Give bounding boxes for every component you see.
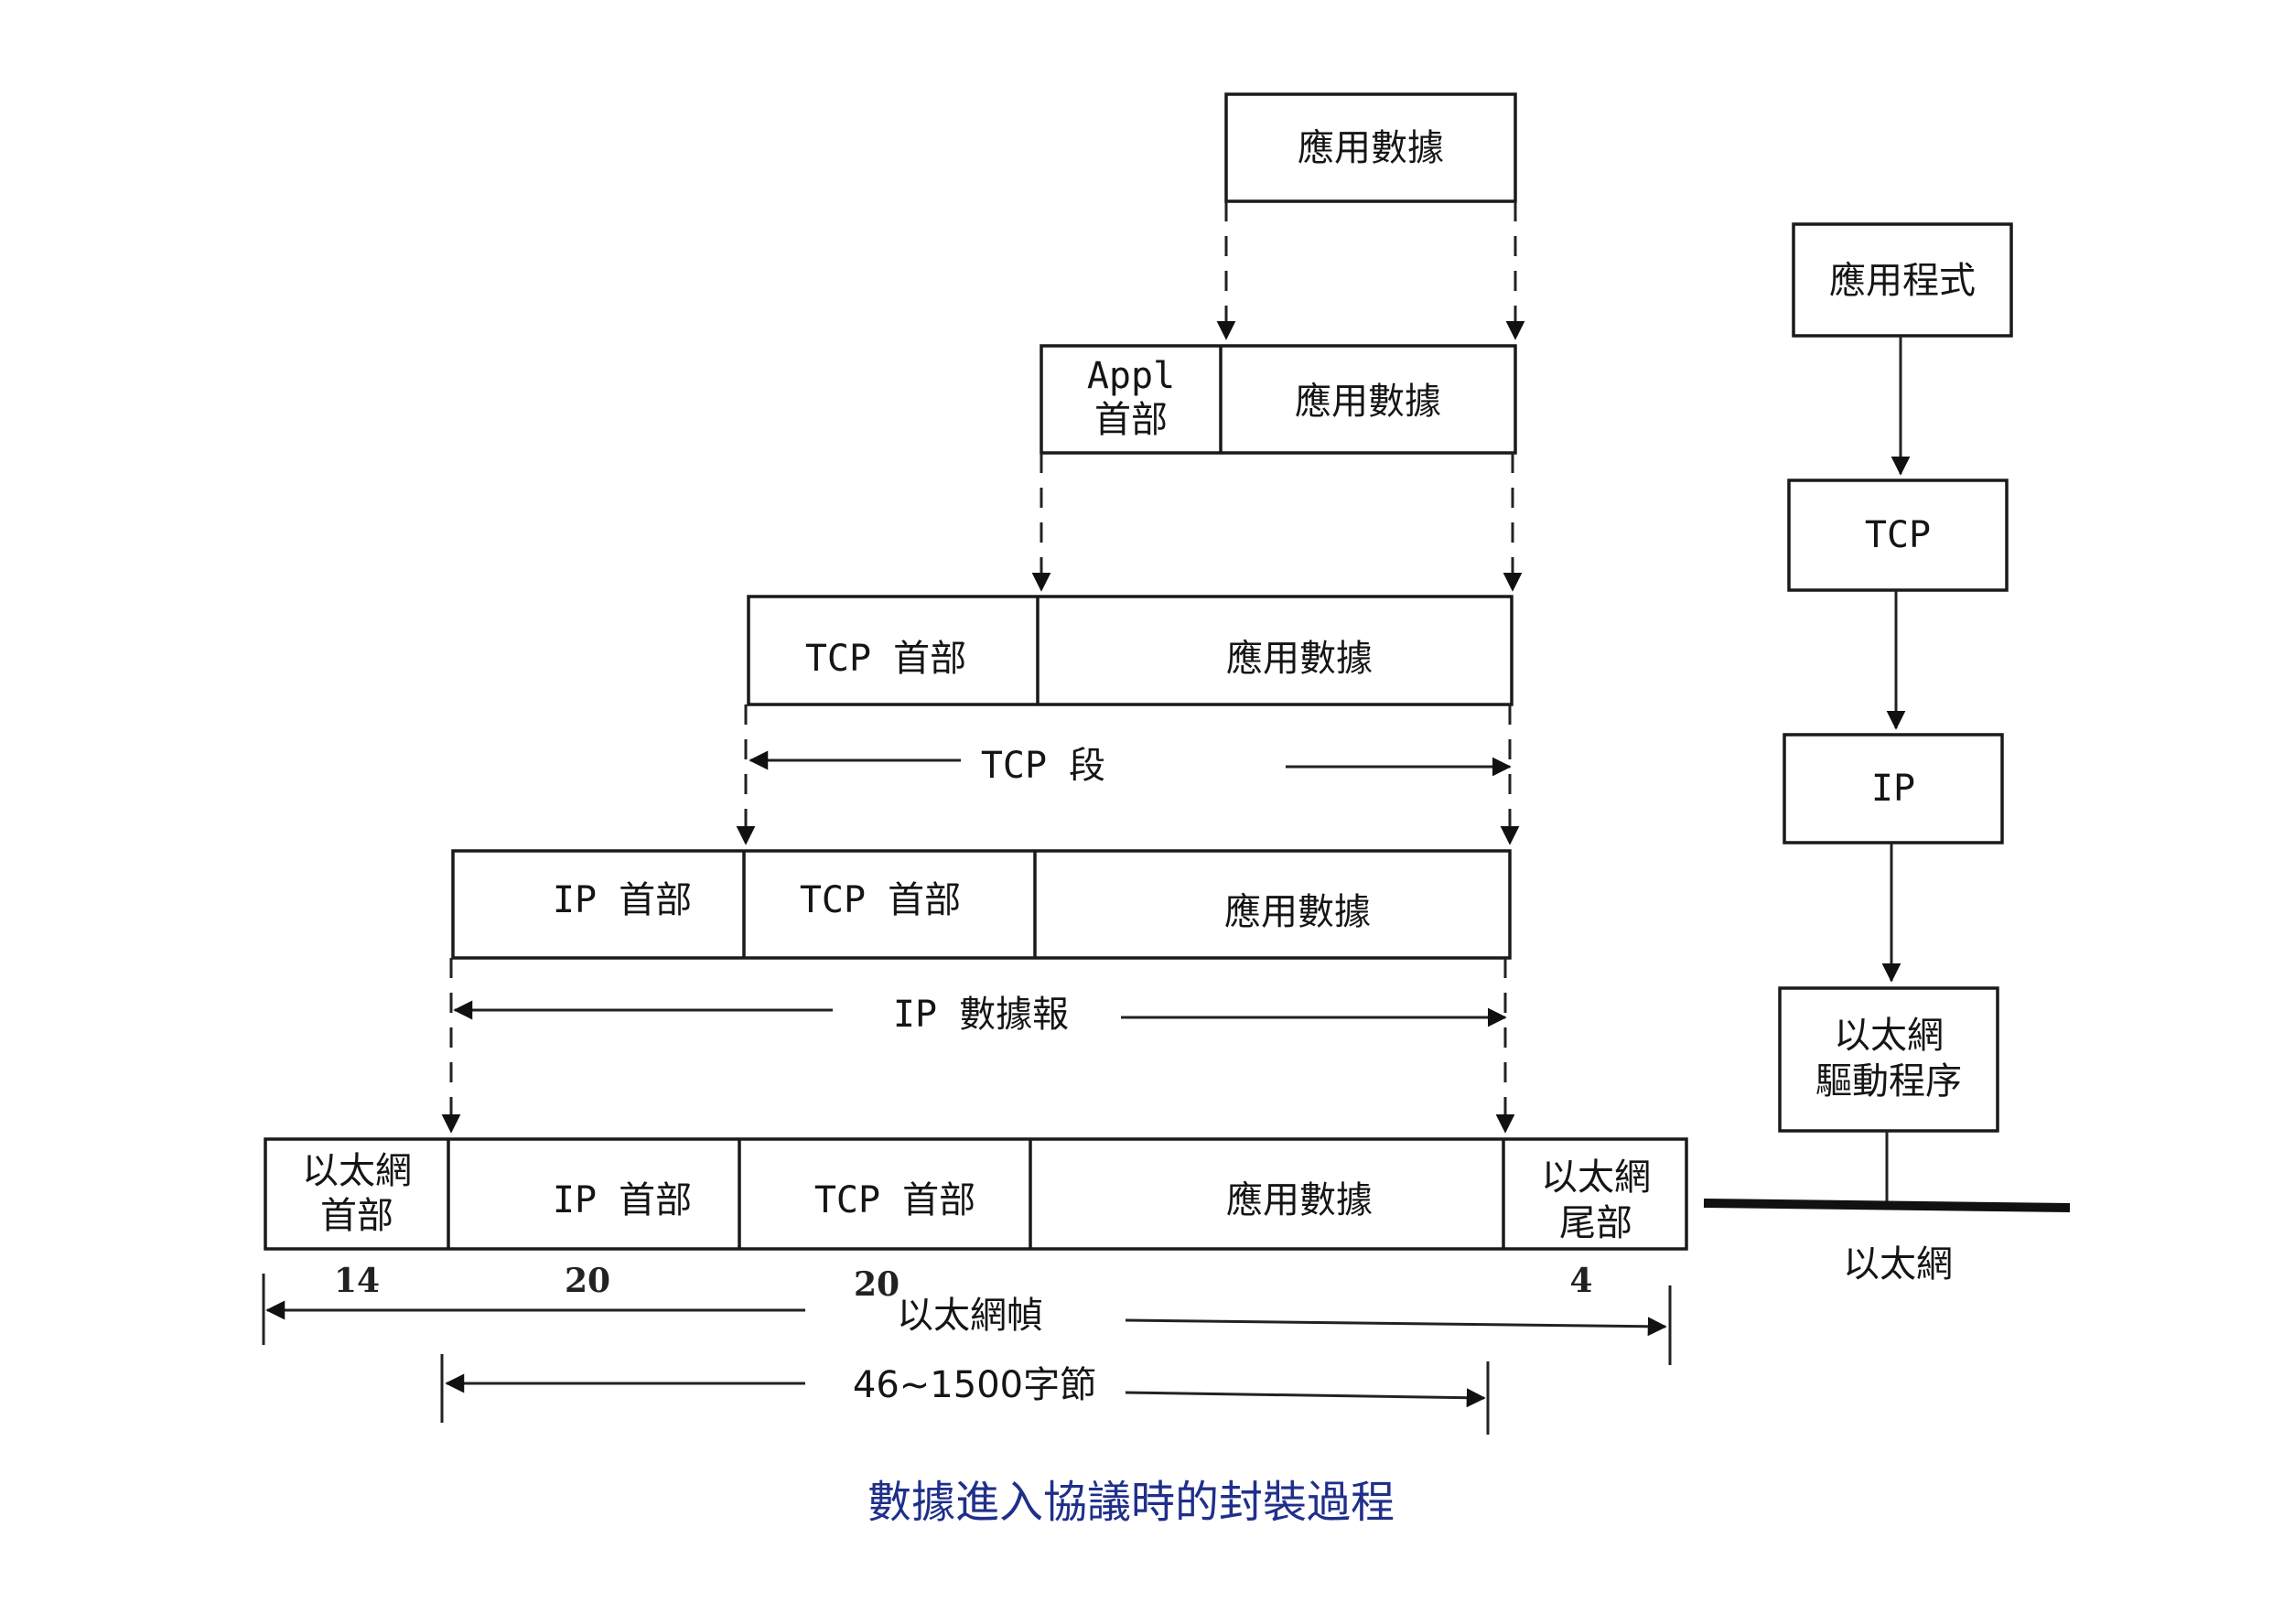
tcp-segment-span: TCP 段 [749, 745, 1512, 787]
protocol-stack: 應用程式 TCP IP 以太網 驅動程序 以太網 [1703, 222, 2071, 1285]
ip-header-label: IP 首部 [553, 1179, 692, 1221]
appl-header-label-2: 首部 [1094, 399, 1168, 441]
stack-driver-label-1: 以太網 [1834, 1015, 1944, 1057]
level-app-data: 應用數據 [1224, 92, 1517, 203]
span-arrow-right [1125, 1317, 1667, 1337]
stack-network-label: 以太網 [1843, 1243, 1953, 1285]
ip-header-label: IP 首部 [553, 879, 692, 921]
level-ip: IP 首部 TCP 首部 應用數據 [451, 849, 1512, 960]
stack-app-box [1792, 222, 2013, 338]
appl-header-label-1: Appl [1087, 355, 1175, 397]
stack-ip-box [1783, 733, 2004, 844]
stack-driver-label-2: 驅動程序 [1815, 1060, 1962, 1102]
ethernet-frame-label: 以太網幀 [897, 1295, 1043, 1337]
eth-trailer-label-1: 以太網 [1541, 1156, 1651, 1199]
eth-header-label-2: 首部 [320, 1195, 393, 1237]
level-appl: Appl 首部 應用數據 [1040, 344, 1517, 455]
span-arrow-right [1125, 1388, 1486, 1408]
ethernet-frame-span: 以太網幀 [262, 1274, 1672, 1365]
app-data-label: 應用數據 [1226, 1179, 1373, 1221]
ethernet-frame-box [264, 1137, 1688, 1251]
ethernet-wire [1703, 1199, 2071, 1212]
level-tcp: TCP 首部 應用數據 [747, 595, 1514, 706]
eth-header-label-1: 以太網 [302, 1150, 412, 1192]
app-data-label: 應用數據 [1295, 381, 1441, 423]
ip-datagram-span: IP 數據報 [453, 994, 1507, 1036]
tcp-header-label: TCP 首部 [800, 879, 961, 921]
size-eth-trailer: 4 [1569, 1262, 1592, 1300]
app-data-label: 應用數據 [1298, 127, 1444, 169]
tcp-header-label: TCP 首部 [805, 638, 966, 680]
tcp-segment-box [747, 595, 1514, 706]
stack-ip-label: IP [1871, 768, 1915, 810]
app-data-label: 應用數據 [1226, 638, 1373, 680]
size-eth-header: 14 [334, 1262, 380, 1300]
diagram-caption: 數據進入協議時的封裝過程 [867, 1477, 1395, 1528]
size-tcp-header: 20 [854, 1265, 900, 1304]
size-ip-header: 20 [565, 1262, 610, 1300]
stack-tcp-box [1787, 479, 2009, 592]
frame-size-span: 46~1500字節 [440, 1354, 1490, 1435]
ip-datagram-box [451, 849, 1512, 960]
app-data-box [1224, 92, 1517, 203]
field-sizes: 14 20 20 4 [334, 1262, 1593, 1304]
appl-frame-box [1040, 344, 1517, 455]
stack-driver-box [1778, 986, 1999, 1133]
level-ethernet: 以太網 首部 IP 首部 TCP 首部 應用數據 以太網 尾部 [264, 1137, 1688, 1251]
stack-tcp-label: TCP [1865, 514, 1931, 556]
stack-app-label: 應用程式 [1829, 260, 1976, 302]
tcp-segment-label: TCP 段 [981, 745, 1105, 787]
frame-size-label: 46~1500字節 [853, 1364, 1096, 1406]
tcp-header-label: TCP 首部 [814, 1179, 975, 1221]
ip-datagram-label: IP 數據報 [893, 994, 1069, 1036]
eth-trailer-label-2: 尾部 [1559, 1202, 1632, 1244]
app-data-label: 應用數據 [1224, 891, 1371, 933]
